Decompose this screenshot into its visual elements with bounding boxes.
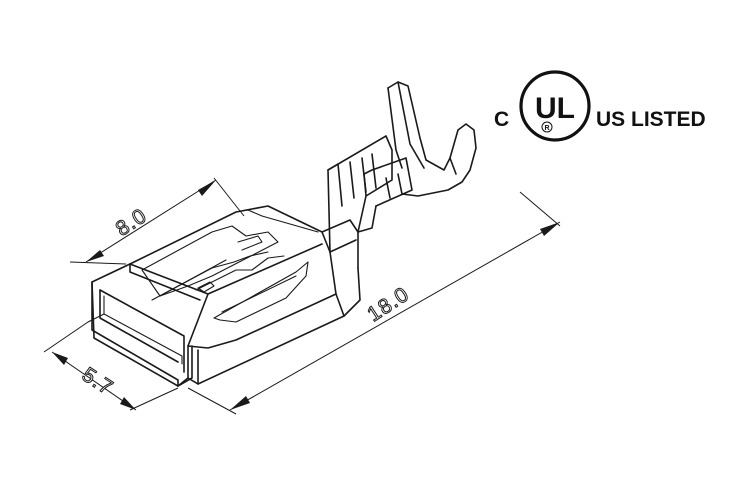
ul-listed-text: US LISTED — [596, 108, 706, 131]
spring-contacts — [141, 209, 319, 323]
width-dimension-label: 8.0 — [112, 204, 152, 241]
receptacle-body — [129, 205, 361, 385]
ul-listed-mark: C UL R US LISTED — [494, 70, 706, 142]
height-dimension-label: 5.7 — [78, 363, 118, 400]
ul-logo-letters: UL — [535, 92, 575, 125]
crimp-wings — [327, 81, 477, 253]
ul-registered-mark: R — [544, 125, 549, 132]
receptacle-terminal — [87, 81, 477, 387]
dimension-height: 5.7 — [43, 321, 179, 411]
ul-prefix-c: C — [494, 108, 509, 131]
dimension-length: 18.0 — [187, 191, 561, 415]
ul-logo-icon: UL R — [519, 70, 591, 142]
receptacle-front-box — [87, 263, 209, 387]
